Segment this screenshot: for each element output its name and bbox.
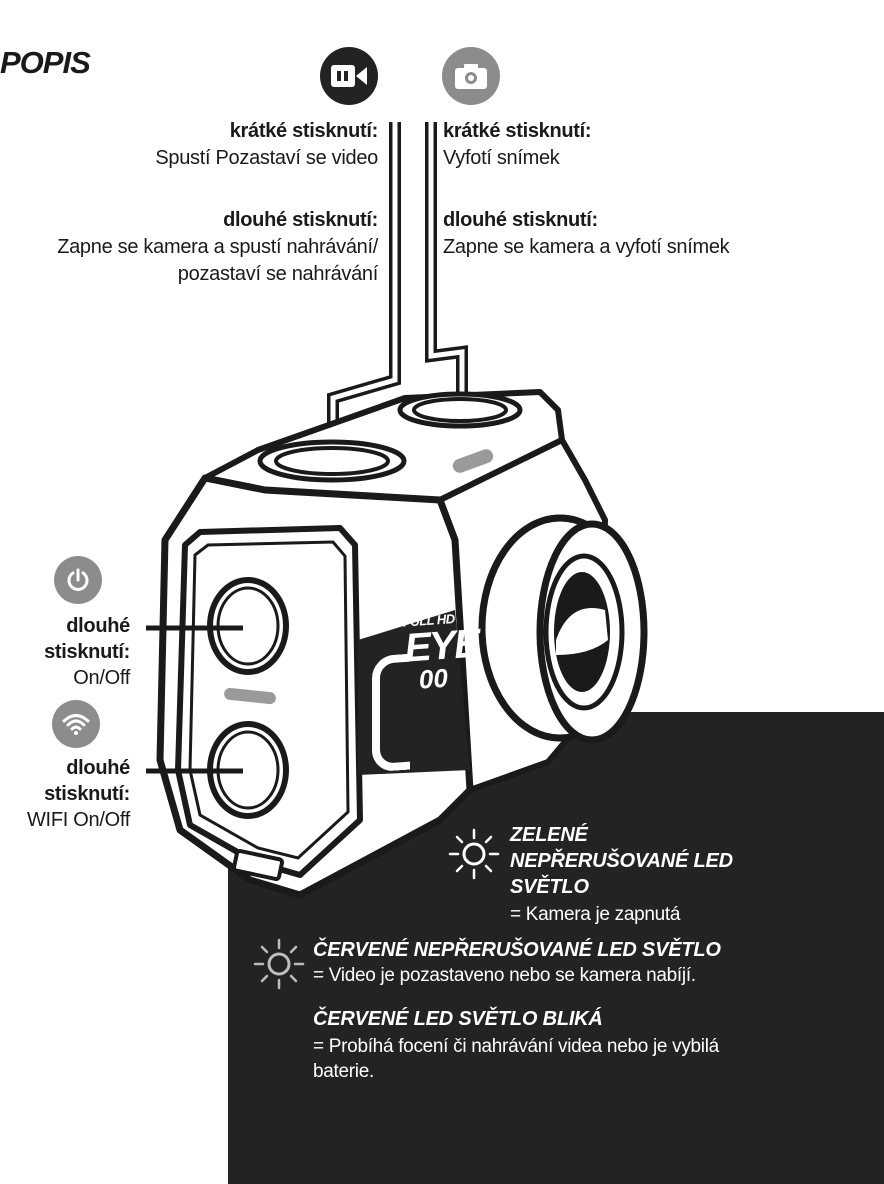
wifi-caption: dlouhé stisknutí: WIFI On/Off [0,755,130,833]
led-red-block: ČERVENÉ NEPŘERUŠOVANÉ LED SVĚTLO = Video… [313,937,873,988]
page-title: POPIS [0,45,91,80]
video-long-press-caption: dlouhé stisknutí: Zapne se kamera a spus… [20,207,378,288]
camera-logo: FULL HD EYE 00 [402,610,481,695]
led-green-head-1: ZELENÉ [510,824,588,846]
video-short-press-caption: krátké stisknutí: Spustí Pozastaví se vi… [20,118,378,172]
video-short-label: krátké stisknutí: [229,120,379,142]
wifi-label-1: dlouhé [66,757,130,779]
led-blink-block: ČERVENÉ LED SVĚTLO BLIKÁ = Probíhá focen… [313,1006,873,1084]
led-blink-head: ČERVENÉ LED SVĚTLO BLIKÁ [313,1008,603,1030]
camera-logo-main: EYE [403,621,481,671]
power-caption: dlouhé stisknutí: On/Off [0,613,130,691]
video-camera-icon [320,47,378,105]
power-desc: On/Off [73,667,130,689]
led-green-block: ZELENÉ NEPŘERUŠOVANÉ LED SVĚTLO = Kamera… [510,822,850,927]
photo-short-desc: Vyfotí snímek [443,147,560,169]
photo-camera-icon [442,47,500,105]
video-long-desc-1: Zapne se kamera a spustí nahrávání/ [57,236,378,258]
photo-long-label: dlouhé stisknutí: [443,209,598,231]
wifi-label-2: stisknutí: [44,783,130,805]
led-green-head-2: NEPŘERUŠOVANÉ LED [510,850,733,872]
led-green-head-3: SVĚTLO [510,876,589,898]
camera-logo-sub: 00 [417,662,449,695]
led-sun-icon [253,938,305,990]
wifi-desc: WIFI On/Off [26,809,130,831]
led-blink-desc-2: baterie. [313,1061,374,1082]
power-label-2: stisknutí: [44,641,130,663]
photo-short-press-caption: krátké stisknutí: Vyfotí snímek [443,118,843,172]
led-blink-desc-1: = Probíhá focení či nahrávání videa nebo… [313,1036,719,1057]
wifi-icon [52,700,100,748]
photo-long-desc: Zapne se kamera a vyfotí snímek [443,236,730,258]
led-red-desc: = Video je pozastaveno nebo se kamera na… [313,965,696,986]
led-sun-icon [448,828,500,880]
camera-logo-c-mark [372,653,410,773]
video-long-label: dlouhé stisknutí: [223,209,378,231]
photo-long-press-caption: dlouhé stisknutí: Zapne se kamera a vyfo… [443,207,863,261]
power-icon [54,556,102,604]
video-short-desc: Spustí Pozastaví se video [155,147,378,169]
led-red-head: ČERVENÉ NEPŘERUŠOVANÉ LED SVĚTLO [313,939,721,961]
photo-short-label: krátké stisknutí: [443,120,592,142]
power-label-1: dlouhé [66,615,130,637]
video-long-desc-2: pozastaví se nahrávání [177,263,379,285]
led-green-desc: = Kamera je zapnutá [510,904,681,925]
